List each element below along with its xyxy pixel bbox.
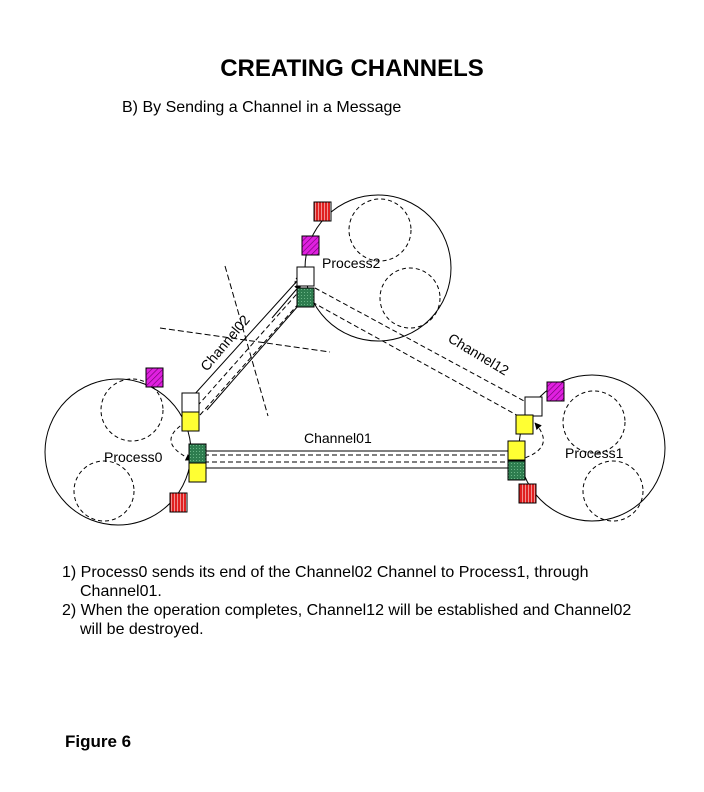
p0-empty-port xyxy=(181,392,200,413)
p2-red-port xyxy=(313,201,332,222)
p1-empty-port xyxy=(524,396,543,417)
p0-yellow-port-bottom xyxy=(188,462,207,483)
p2-empty-port xyxy=(296,266,315,287)
process2-label: Process2 xyxy=(322,255,381,271)
note-2-line2: will be destroyed. xyxy=(80,621,204,638)
transfer-arc-left xyxy=(170,421,193,461)
channel02-arrow xyxy=(271,283,302,319)
p1-green-port xyxy=(507,460,526,481)
transfer-arc-right xyxy=(518,422,544,461)
p1-red-port xyxy=(518,483,537,504)
channel01-label: Channel01 xyxy=(304,430,372,446)
p0-yellow-port-top xyxy=(181,411,200,432)
note-2-line1: 2) When the operation completes, Channel… xyxy=(62,602,632,619)
p1-yellow-port-mid xyxy=(507,440,526,461)
page-subtitle: B) By Sending a Channel in a Message xyxy=(122,99,402,116)
process0-label: Process0 xyxy=(104,449,163,465)
p0-red-port xyxy=(169,492,188,513)
p1-yellow-port-top xyxy=(515,414,534,435)
note-1-line1: 1) Process0 sends its end of the Channel… xyxy=(62,564,589,581)
channel02-pipe xyxy=(159,265,331,417)
p1-magenta-port xyxy=(546,381,565,402)
page-title: CREATING CHANNELS xyxy=(220,55,484,82)
p2-green-port xyxy=(296,287,315,308)
note-1-line2: Channel01. xyxy=(80,583,162,600)
p0-green-port xyxy=(188,443,207,464)
channel01-pipe xyxy=(195,450,518,469)
note-item: 1) Process0 sends its end of the Channel… xyxy=(62,563,682,601)
p2-magenta-port xyxy=(301,235,320,256)
figure-label: Figure 6 xyxy=(65,732,132,751)
p0-magenta-port xyxy=(145,367,164,388)
process1-label: Process1 xyxy=(565,445,624,461)
channel12-label: Channel12 xyxy=(445,330,511,379)
notes-list: 1) Process0 sends its end of the Channel… xyxy=(62,563,682,639)
note-item: 2) When the operation completes, Channel… xyxy=(62,601,682,639)
